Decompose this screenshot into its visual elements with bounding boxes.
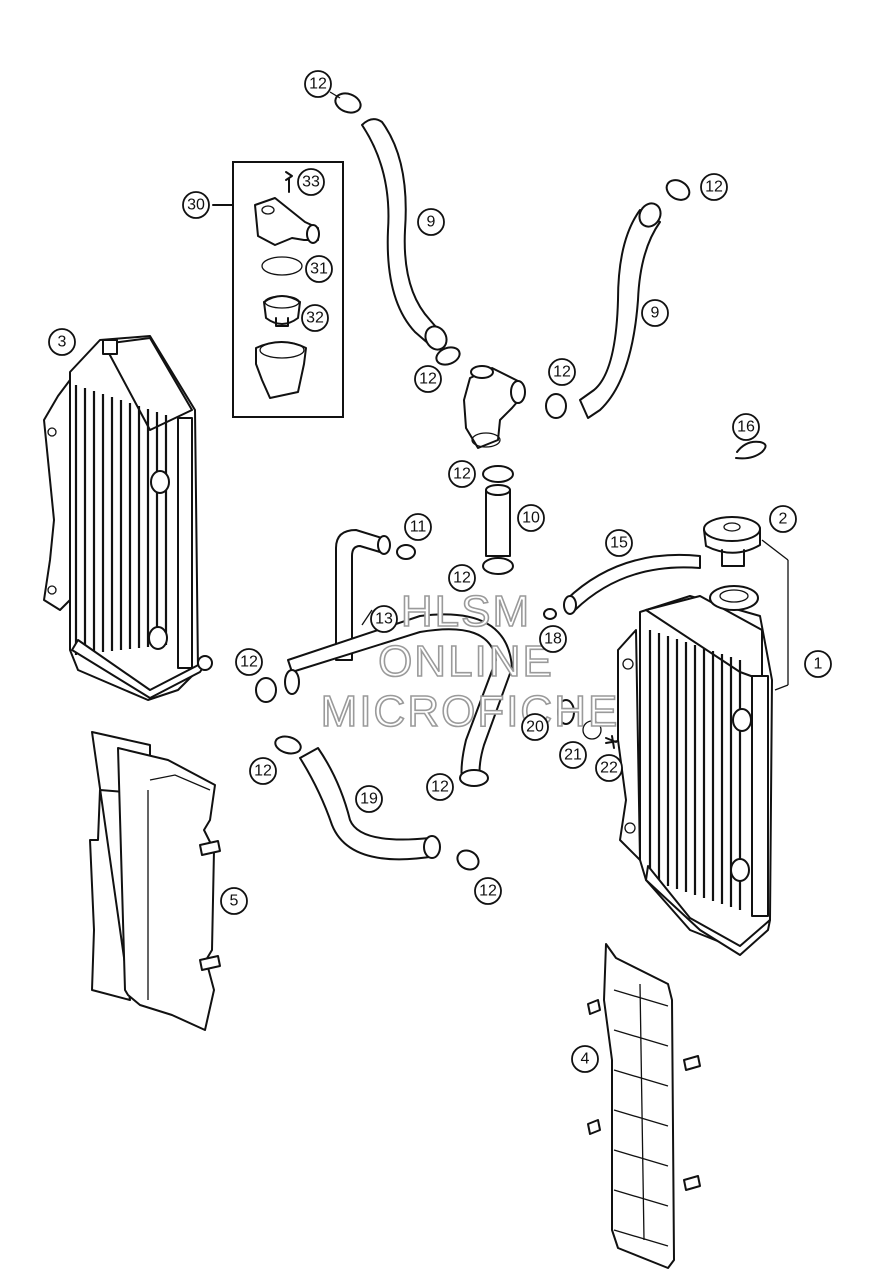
svg-text:12: 12 — [479, 883, 497, 900]
svg-text:12: 12 — [453, 466, 471, 483]
radiator-cap — [703, 516, 789, 691]
callouts: 12 9 33 30 31 32 3 12 9 12 12 16 12 11 1… — [48, 70, 832, 1073]
shroud-rung — [613, 1229, 669, 1247]
left-radiator-shroud — [89, 731, 221, 1031]
shroud-rung — [613, 1189, 669, 1207]
callout-12: 12 — [548, 358, 576, 386]
left-radiator — [43, 335, 213, 701]
svg-text:15: 15 — [610, 535, 628, 552]
svg-text:19: 19 — [360, 791, 378, 808]
callout-12: 12 — [235, 648, 263, 676]
lower-hose-19 — [299, 747, 441, 861]
callout-19: 19 — [355, 785, 383, 813]
right-radiator-shroud — [587, 943, 701, 1269]
callout-12: 12 — [700, 173, 728, 201]
callout-22: 22 — [595, 754, 623, 782]
svg-text:2: 2 — [779, 511, 788, 528]
callout-12: 12 — [249, 757, 277, 785]
callout-13: 13 — [370, 605, 398, 633]
svg-text:12: 12 — [553, 364, 571, 381]
callout-21: 21 — [559, 741, 587, 769]
svg-text:21: 21 — [564, 747, 582, 764]
callout-9: 9 — [641, 299, 669, 327]
callout-11: 11 — [404, 513, 432, 541]
shroud-rung — [613, 1109, 669, 1127]
elbow-hose-11 — [335, 529, 391, 661]
callout-3: 3 — [48, 328, 76, 356]
callout-10: 10 — [517, 504, 545, 532]
svg-text:12: 12 — [431, 779, 449, 796]
upper-hose-right-9 — [579, 202, 662, 419]
svg-text:4: 4 — [581, 1051, 590, 1068]
callout-20: 20 — [521, 713, 549, 741]
svg-text:12: 12 — [240, 654, 258, 671]
svg-text:3: 3 — [58, 334, 67, 351]
callout-33: 33 — [297, 168, 325, 196]
watermark: HLSM ONLINE MICROFICHE — [320, 586, 620, 737]
svg-text:32: 32 — [306, 310, 324, 327]
svg-text:18: 18 — [544, 631, 562, 648]
svg-text:9: 9 — [651, 305, 660, 322]
right-radiator — [617, 585, 773, 956]
callout-5: 5 — [220, 887, 248, 915]
watermark-line-2: ONLINE — [378, 637, 554, 686]
svg-text:12: 12 — [453, 570, 471, 587]
hose-clamps — [255, 92, 691, 871]
svg-text:31: 31 — [310, 261, 328, 278]
shroud-rung — [613, 1069, 669, 1087]
upper-hose-left-9 — [361, 118, 448, 351]
callout-32: 32 — [301, 304, 329, 332]
shroud-rung — [613, 1029, 669, 1047]
callout-1: 1 — [804, 650, 832, 678]
svg-text:22: 22 — [600, 760, 618, 777]
callout-2: 2 — [769, 505, 797, 533]
overflow-hose-15 — [563, 553, 701, 615]
callout-12: 12 — [474, 877, 502, 905]
callout-12: 12 — [414, 365, 442, 393]
svg-text:5: 5 — [230, 893, 239, 910]
svg-text:10: 10 — [522, 510, 540, 527]
callout-9: 9 — [417, 208, 445, 236]
water-pump — [463, 365, 526, 449]
short-hose-10 — [485, 484, 511, 557]
thermostat-kit-box — [212, 161, 344, 418]
svg-text:12: 12 — [419, 371, 437, 388]
callout-4: 4 — [571, 1045, 599, 1073]
shroud-rung — [613, 1149, 669, 1167]
callout-18: 18 — [539, 625, 567, 653]
svg-text:9: 9 — [427, 214, 436, 231]
svg-text:12: 12 — [705, 179, 723, 196]
svg-text:16: 16 — [737, 419, 755, 436]
watermark-line-3: MICROFICHE — [321, 687, 620, 736]
callout-12: 12 — [426, 773, 454, 801]
callout-12: 12 — [448, 460, 476, 488]
svg-text:30: 30 — [187, 197, 205, 214]
callout-12: 12 — [448, 564, 476, 592]
svg-text:1: 1 — [814, 656, 823, 673]
watermark-line-1: HLSM — [401, 587, 531, 636]
shroud-rung — [613, 989, 669, 1007]
callout-leaders — [329, 91, 373, 626]
svg-text:12: 12 — [309, 76, 327, 93]
small-fittings — [396, 440, 767, 749]
svg-text:11: 11 — [410, 519, 427, 536]
callout-15: 15 — [605, 529, 633, 557]
callout-31: 31 — [305, 255, 333, 283]
svg-text:12: 12 — [254, 763, 272, 780]
callout-16: 16 — [732, 413, 760, 441]
callout-12: 12 — [304, 70, 332, 98]
svg-text:20: 20 — [526, 719, 544, 736]
svg-text:33: 33 — [302, 174, 320, 191]
svg-text:13: 13 — [375, 611, 393, 628]
callout-30: 30 — [182, 191, 210, 219]
